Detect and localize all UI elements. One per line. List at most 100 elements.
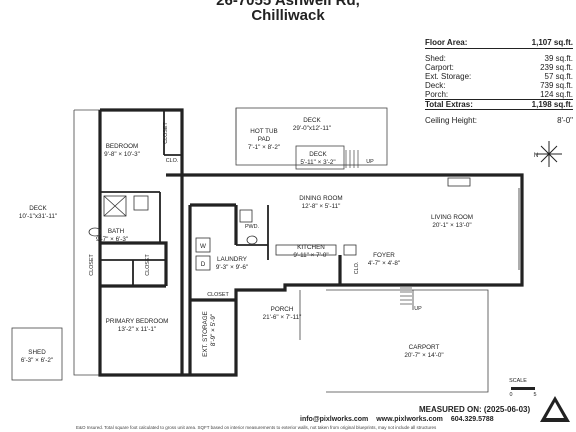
total-extras-value: 1,198 sq.ft. — [531, 100, 573, 109]
extra-value: 124 sq.ft. — [540, 90, 573, 99]
floor-area-value: 1,107 sq.ft. — [531, 38, 573, 47]
stairs-up-label: UP — [366, 159, 374, 165]
ext-storage-dims: 8'-9" × 5'-9" — [210, 314, 217, 346]
pixlworks-logo — [540, 396, 570, 422]
deck-small-dims: 5'-11" × 3'-2" — [300, 159, 335, 166]
shower — [103, 195, 127, 217]
washer-label: W — [200, 243, 206, 250]
bath-name: BATH — [108, 228, 125, 235]
kitchen-name: KITCHEN — [297, 244, 325, 251]
pwd-label: PWD. — [245, 224, 259, 230]
scale-label: SCALE — [509, 378, 527, 384]
wall-bath — [100, 241, 168, 286]
carport-dims: 20'-7" × 14'-0" — [404, 352, 443, 359]
floor-area-row: Floor Area: 1,107 sq.ft. — [425, 38, 573, 49]
living-dims: 20'-1" × 13'-0" — [432, 222, 471, 229]
dryer — [195, 255, 211, 271]
toilet — [88, 227, 102, 237]
website-link[interactable]: www.pixlworks.com — [376, 416, 443, 423]
deck-top-name: DECK — [303, 117, 321, 124]
contact-info: info@pixlworks.com www.pixlworks.com 604… — [300, 416, 500, 423]
stairs-up-label: UP — [414, 306, 422, 312]
compass-arm — [540, 145, 558, 163]
extra-row: Porch: 124 sq.ft. — [425, 90, 573, 99]
porch-dims: 21'-6" × 7'-11" — [263, 314, 302, 321]
carport-name: CARPORT — [409, 344, 440, 351]
compass — [536, 141, 562, 167]
pwd-toilet — [246, 235, 258, 245]
extra-row: Deck: 739 sq.ft. — [425, 81, 573, 90]
kitchen-sink — [343, 244, 357, 256]
extra-row: Ext. Storage:57 sq.ft. — [425, 72, 573, 81]
deck-left-dims: 10'-1"x31'-11" — [19, 213, 57, 220]
extra-value: 57 sq.ft. — [544, 72, 573, 81]
phone-number: 604.329.5788 — [450, 416, 494, 423]
living-name: LIVING ROOM — [431, 214, 473, 221]
bath-dims: 9'-7" × 6'-3" — [96, 236, 128, 243]
closet-label: CLOSET — [207, 292, 229, 298]
kitchen-dims: 9'-11" × 7'-0" — [293, 252, 328, 259]
closet-label: CLOSET — [89, 254, 95, 276]
dining-name: DINING ROOM — [299, 195, 342, 202]
ceiling-height-value: 8'-0" — [557, 116, 573, 125]
hot-tub-dims: 7'-1" × 8'-2" — [248, 144, 280, 151]
washer — [195, 237, 211, 253]
extra-row: Carport: 239 sq.ft. — [425, 63, 573, 72]
shed-outline — [11, 327, 63, 381]
foyer-dims: 4'-7" × 4'-8" — [368, 260, 400, 267]
closet-label: CLOSET — [163, 122, 169, 144]
stairs — [345, 150, 412, 305]
shed-name: SHED — [28, 349, 46, 356]
ceiling-height-row: Ceiling Height: 8'-0" — [425, 116, 573, 125]
extra-label: Porch: — [425, 90, 449, 99]
total-extras-row: Total Extras: 1,198 sq.ft. — [425, 99, 573, 110]
compass-north: N — [534, 152, 539, 159]
ext-storage-name: EXT. STORAGE — [202, 311, 209, 357]
extra-value: 239 sq.ft. — [540, 63, 573, 72]
laundry-dims: 9'-3" × 9'-6" — [216, 264, 248, 271]
email-link[interactable]: info@pixlworks.com — [300, 416, 369, 423]
hot-tub-name-2: PAD — [258, 136, 271, 143]
laundry-name: LAUNDRY — [217, 256, 248, 263]
logo-mountain-inner — [546, 402, 564, 418]
extra-row: Shed: 39 sq.ft. — [425, 54, 573, 63]
floor-area-label: Floor Area: — [425, 38, 468, 47]
city-title: Chilliwack — [251, 7, 325, 24]
kitchen-counter — [275, 244, 337, 256]
pwd-sink — [239, 209, 253, 223]
interior-walls — [100, 110, 269, 286]
deck-left-name: DECK — [29, 205, 47, 212]
deck-top-dims: 29'-0"x12'-11" — [293, 125, 331, 132]
porch-name: PORCH — [271, 306, 294, 313]
sink — [133, 195, 149, 211]
fixtures — [88, 177, 520, 271]
clo-label: CLO. — [354, 262, 360, 275]
address-title: 26-7055 Ashwell Rd, — [216, 0, 360, 9]
shed-dims: 6'-3" × 6'-2" — [21, 357, 53, 364]
ceiling-height-label: Ceiling Height: — [425, 116, 478, 125]
carport-outline — [326, 289, 489, 393]
extra-label: Shed: — [425, 54, 446, 63]
disclaimer-text: E&O Insured. Total square foot calculate… — [76, 425, 437, 430]
extra-label: Carport: — [425, 63, 454, 72]
extra-value: 39 sq.ft. — [544, 54, 573, 63]
bedroom-name: BEDROOM — [106, 143, 139, 150]
scale-bar — [511, 387, 535, 390]
dryer-label: D — [201, 261, 206, 268]
deck-small-outline — [295, 145, 345, 170]
bedroom-dims: 9'-8" × 10'-3" — [104, 151, 140, 158]
living-fireplace — [447, 177, 471, 187]
measured-on: MEASURED ON: (2025-06-03) — [419, 405, 531, 414]
extra-value: 739 sq.ft. — [540, 81, 573, 90]
shower-diagonal — [103, 195, 127, 217]
total-extras-label: Total Extras: — [425, 100, 473, 109]
dining-dims: 12'-8" × 5'-11" — [302, 203, 341, 210]
hot-tub-name-1: HOT TUB — [250, 128, 277, 135]
scale-zero: 0 — [510, 392, 513, 398]
area-summary: Floor Area: 1,107 sq.ft. Shed:39 sq.ft. … — [425, 38, 573, 125]
extra-label: Deck: — [425, 81, 446, 90]
primary-bedroom-name: PRIMARY BEDROOM — [106, 318, 169, 325]
closet-label: CLOSET — [145, 254, 151, 276]
foyer-name: FOYER — [373, 252, 395, 259]
